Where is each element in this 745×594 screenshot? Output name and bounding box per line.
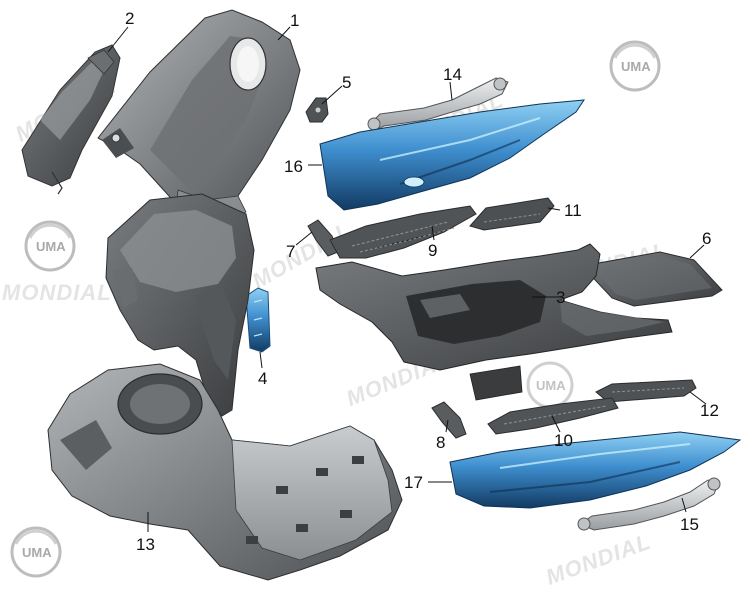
- watermark-mondial-1: MONDIAL: [2, 280, 112, 305]
- callout-13: 13: [136, 535, 155, 554]
- leader-7: [295, 231, 313, 246]
- callout-15: 15: [680, 515, 699, 534]
- callout-labels: 1 2 3 4 5 6 7 8 9 10 11 12 13 14 15 16 1…: [125, 9, 719, 554]
- svg-text:UMA: UMA: [36, 239, 66, 254]
- uma-logo-icon: UMA: [609, 40, 661, 92]
- part-8-pad-end-clip-rear: [431, 401, 467, 439]
- front-lower-frame: [105, 193, 255, 417]
- leader-12: [689, 391, 707, 405]
- svg-text:UMA: UMA: [621, 59, 651, 74]
- callout-6: 6: [702, 229, 711, 248]
- part-10-floor-pad-rear-left: [487, 397, 619, 435]
- callout-8: 8: [436, 433, 445, 452]
- leader-5: [321, 85, 343, 105]
- leader-14: [449, 81, 453, 101]
- uma-logo-icon: UMA: [10, 526, 62, 578]
- part-15-lower-metal-bar: [577, 477, 721, 531]
- callout-10: 10: [554, 431, 573, 450]
- part-13-floor-undercover: [47, 363, 403, 581]
- part-16-upper-blue-side-panel: [319, 99, 585, 211]
- callout-17: 17: [404, 473, 423, 492]
- callout-1: 1: [290, 11, 299, 30]
- part-11-floor-pad-front-right: [469, 197, 555, 231]
- uma-logo-icon: UMA: [24, 220, 76, 272]
- callout-7: 7: [286, 242, 295, 261]
- leader-8: [445, 419, 449, 433]
- uma-logo-icon: UMA: [526, 361, 574, 409]
- leader-2: [107, 26, 129, 53]
- part-17-lower-blue-side-panel: [449, 431, 742, 509]
- callout-16: 16: [284, 157, 303, 176]
- leader-10: [551, 415, 561, 433]
- callout-3: 3: [556, 288, 565, 307]
- watermark-mondial-7: MONDIAL: [543, 529, 655, 590]
- leader-9: [431, 225, 435, 241]
- svg-text:UMA: UMA: [22, 545, 52, 560]
- leader-6: [689, 244, 705, 259]
- leader-4: [259, 351, 263, 369]
- part-4-blue-clip: [245, 287, 271, 353]
- callout-4: 4: [258, 369, 267, 388]
- part-2-side-bracket: [21, 44, 121, 195]
- part-1-front-inner-cover: [97, 9, 301, 227]
- leader-1: [277, 26, 291, 41]
- leader-lines: [107, 26, 707, 532]
- part-3-footboard-frame: [315, 243, 673, 401]
- callout-12: 12: [700, 401, 719, 420]
- part-6-storage-lid: [581, 251, 723, 307]
- leader-11: [547, 207, 561, 211]
- part-9-floor-pad-front-left: [329, 205, 477, 259]
- callout-14: 14: [443, 65, 462, 84]
- callout-9: 9: [428, 241, 437, 260]
- callout-5: 5: [342, 73, 351, 92]
- svg-text:UMA: UMA: [536, 378, 566, 393]
- callout-11: 11: [564, 201, 582, 220]
- part-14-metal-grab-bar: [367, 77, 509, 131]
- leader-15: [681, 497, 687, 513]
- callout-2: 2: [125, 9, 134, 28]
